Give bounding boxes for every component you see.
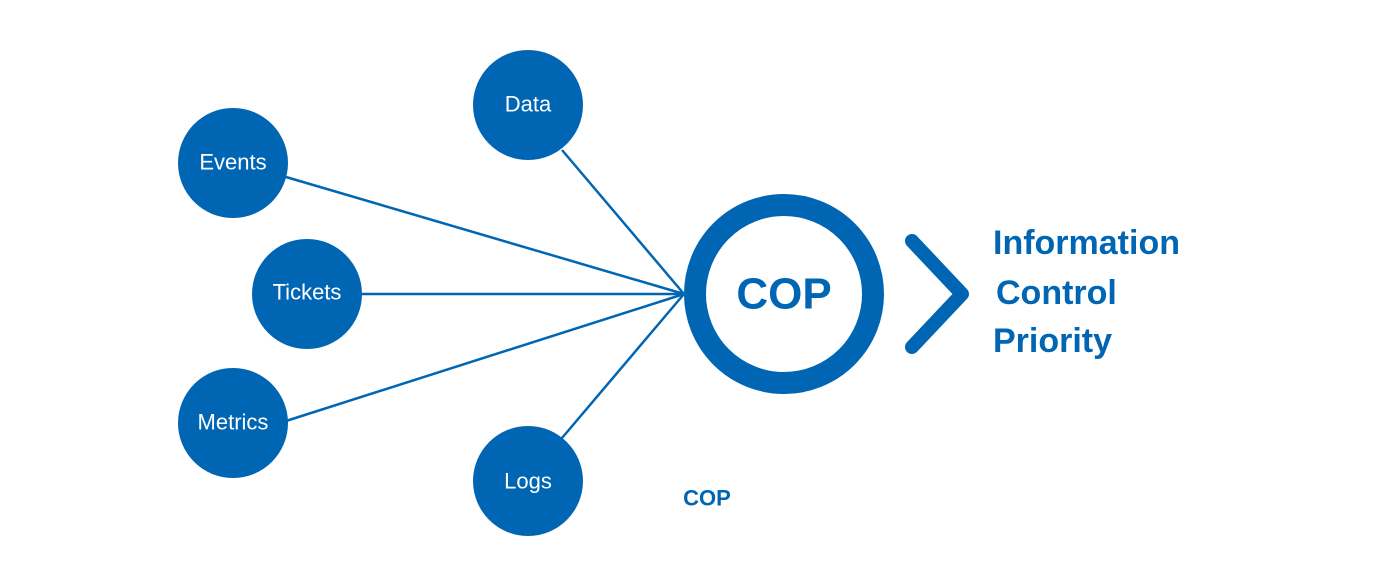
connector-logs — [561, 293, 685, 439]
input-node-logs-circle — [473, 426, 583, 536]
input-node-tickets-label: Tickets — [273, 280, 342, 305]
input-node-data-circle — [473, 50, 583, 160]
input-node-tickets-circle — [252, 239, 362, 349]
input-node-metrics: Metrics — [178, 368, 288, 478]
output-control: Control — [996, 274, 1117, 312]
connector-lines — [285, 149, 685, 439]
input-node-events: Events — [178, 108, 288, 218]
input-node-tickets: Tickets — [252, 239, 362, 349]
input-node-data: Data — [473, 50, 583, 160]
hub-ring — [684, 194, 884, 394]
input-node-events-label: Events — [199, 150, 266, 175]
connector-metrics — [285, 292, 685, 423]
output-priority: Priority — [993, 322, 1112, 360]
hub-node: COP — [684, 194, 884, 394]
input-node-metrics-circle — [178, 368, 288, 478]
connector-events — [285, 175, 685, 296]
input-node-data-label: Data — [505, 92, 552, 117]
chevron-right-icon — [905, 234, 969, 354]
output-list: Information Control Priority — [993, 224, 1180, 360]
connector-data — [561, 149, 685, 295]
input-node-metrics-label: Metrics — [198, 410, 269, 435]
output-information: Information — [993, 224, 1180, 262]
input-node-logs-label: Logs — [504, 469, 552, 494]
hub-label: COP — [736, 270, 831, 319]
input-node-logs: Logs — [473, 426, 583, 536]
diagram-caption: COP — [683, 486, 731, 511]
input-node-events-circle — [178, 108, 288, 218]
